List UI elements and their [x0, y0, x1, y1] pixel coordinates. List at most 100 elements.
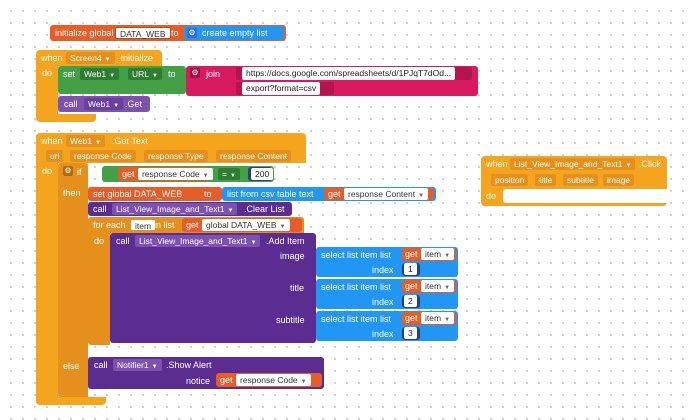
notifier-component-select[interactable]: Notifier1▼: [113, 359, 162, 371]
url-text-block[interactable]: https://docs.google.com/spreadsheets/d/1…: [236, 67, 472, 80]
set-global-to: to: [204, 189, 212, 199]
get-notice-var-block[interactable]: get response Code▼: [216, 373, 322, 387]
index-value[interactable]: 3: [404, 327, 417, 339]
get-var-name: response Code: [142, 169, 200, 179]
get-response-code-block[interactable]: get response Code▼: [118, 167, 213, 181]
title-arg-label: title: [290, 283, 305, 293]
url-suffix-block[interactable]: export?format=csv: [236, 82, 334, 95]
param-url[interactable]: url: [46, 150, 64, 162]
for-each-var[interactable]: item: [130, 219, 157, 231]
get-label: get: [122, 169, 135, 179]
clear-list-block[interactable]: call List_View_Image_and_Text1▼ .Clear L…: [88, 202, 292, 216]
index-number-block[interactable]: 1: [402, 263, 420, 276]
get-var-select[interactable]: response Content▼: [344, 188, 429, 200]
param-title[interactable]: title: [535, 174, 557, 186]
number-value[interactable]: 200: [251, 168, 274, 180]
index-number-block[interactable]: 3: [402, 327, 420, 340]
init-global-block[interactable]: initialize global DATA_WEB to ⚙ create e…: [50, 25, 286, 41]
set-property-select[interactable]: URL▼: [128, 68, 162, 80]
get-item-block[interactable]: get item▼: [402, 312, 456, 325]
got-text-component-select[interactable]: Web1▼: [66, 135, 106, 147]
dropdown-arrow-icon: ▼: [202, 173, 209, 179]
index-number-block[interactable]: 2: [402, 295, 420, 308]
select-list-label: select list item list: [321, 250, 392, 260]
set-component-select[interactable]: Web1▼: [80, 68, 120, 80]
get-var-select[interactable]: response Code▼: [236, 374, 311, 386]
index-value[interactable]: 2: [404, 295, 417, 307]
screen-initialize-footer: [36, 114, 96, 122]
dropdown-arrow-icon: ▼: [444, 317, 451, 323]
get-item-block[interactable]: get item▼: [402, 248, 456, 261]
get-item-block[interactable]: get item▼: [402, 280, 456, 293]
for-each-label: for each: [93, 220, 126, 230]
index-value[interactable]: 1: [404, 263, 417, 275]
init-global-label: initialize global: [55, 28, 114, 38]
get-var-name: global DATA_WEB: [206, 220, 277, 230]
join-label: join: [206, 69, 221, 79]
select-item-subtitle[interactable]: select list item list get item▼ index 3: [316, 311, 458, 341]
empty-do-slot[interactable]: [503, 189, 667, 203]
param-response-content[interactable]: response Content: [216, 150, 292, 162]
event-name: .Initialize: [118, 53, 154, 63]
set-global-block[interactable]: set global DATA_WEB to: [88, 187, 222, 201]
param-subtitle[interactable]: subtitle: [563, 174, 598, 186]
lv-component-select[interactable]: List_View_Image_and_Text1▼: [135, 235, 261, 247]
for-each-header[interactable]: for each item in list get global DATA_WE…: [88, 217, 304, 233]
set-url-block[interactable]: set Web1▼ URL▼ to: [58, 66, 186, 94]
join-block[interactable]: ⚙ join https://docs.google.com/spreadshe…: [186, 66, 478, 96]
param-response-type[interactable]: response Type: [144, 150, 208, 162]
index-label: index: [372, 329, 394, 339]
when-label: when: [486, 159, 508, 169]
show-alert-block[interactable]: call Notifier1▼ .Show Alert notice get r…: [88, 357, 324, 389]
gear-icon[interactable]: ⚙: [63, 166, 73, 176]
get-var-select[interactable]: global DATA_WEB▼: [202, 219, 290, 231]
if-label: if: [77, 167, 82, 177]
image-arg-label: image: [280, 251, 305, 261]
url-text-value[interactable]: https://docs.google.com/spreadsheets/d/1…: [242, 67, 456, 80]
select-item-image[interactable]: select list item list get item▼ index 1: [316, 247, 458, 277]
lv-component-select[interactable]: List_View_Image_and_Text1▼: [112, 203, 238, 215]
init-var-name[interactable]: DATA_WEB: [115, 27, 171, 39]
get-var-name: response Code: [240, 375, 298, 385]
dropdown-arrow-icon: ▼: [250, 240, 257, 246]
list-from-csv-block[interactable]: list from csv table text get response Co…: [222, 187, 436, 201]
then-label: then: [63, 188, 81, 198]
if-block-header[interactable]: ⚙ if: [58, 163, 88, 183]
create-empty-list-label: create empty list: [202, 28, 268, 38]
click-event-block[interactable]: when List_View_Image_and_Text1▼ .Click p…: [481, 156, 667, 188]
number-block[interactable]: 200: [248, 167, 274, 181]
click-component-select[interactable]: List_View_Image_and_Text1▼: [510, 158, 636, 170]
get-var-select[interactable]: item▼: [421, 312, 455, 324]
click-event-name: .Click: [639, 159, 661, 169]
screen-component-select[interactable]: Screen4▼: [66, 52, 115, 64]
screen-initialize-event[interactable]: when Screen4▼ .Initialize: [36, 50, 162, 66]
get-global-block[interactable]: get global DATA_WEB▼: [182, 218, 302, 232]
add-item-block[interactable]: call List_View_Image_and_Text1▼ .Add Ite…: [110, 233, 316, 343]
param-image[interactable]: image: [603, 174, 635, 186]
get-var-select[interactable]: item▼: [421, 248, 455, 260]
compare-block[interactable]: get response Code▼ =▼ 200: [102, 166, 274, 182]
dropdown-arrow-icon: ▼: [625, 163, 632, 169]
param-position[interactable]: position: [491, 174, 529, 186]
select-list-label: select list item list: [321, 282, 392, 292]
set-property-name: URL: [132, 69, 150, 79]
got-text-event[interactable]: when Web1▼ .Got Text url response Code r…: [36, 133, 306, 163]
url-suffix-value[interactable]: export?format=csv: [242, 82, 321, 95]
call-web-get-block[interactable]: call Web1▼ .Get: [58, 96, 150, 112]
create-empty-list-block[interactable]: ⚙ create empty list: [184, 26, 284, 40]
get-var-select[interactable]: response Code▼: [138, 168, 213, 180]
param-response-code[interactable]: response Code: [70, 150, 136, 162]
subtitle-arg-label: subtitle: [276, 315, 305, 325]
get-response-content-block[interactable]: get response Content▼: [324, 188, 434, 200]
call-component-select[interactable]: Web1▼: [84, 98, 124, 110]
get-var-select[interactable]: item▼: [421, 280, 455, 292]
gear-icon[interactable]: ⚙: [190, 68, 200, 78]
notifier-component-name: Notifier1: [117, 360, 149, 370]
get-label: get: [405, 313, 418, 323]
do-label: do: [42, 68, 53, 78]
operator-value: =: [222, 169, 227, 179]
operator-select[interactable]: =▼: [218, 168, 240, 180]
get-var-name: item: [425, 313, 442, 323]
select-item-title[interactable]: select list item list get item▼ index 2: [316, 279, 458, 309]
gear-icon[interactable]: ⚙: [187, 28, 197, 38]
